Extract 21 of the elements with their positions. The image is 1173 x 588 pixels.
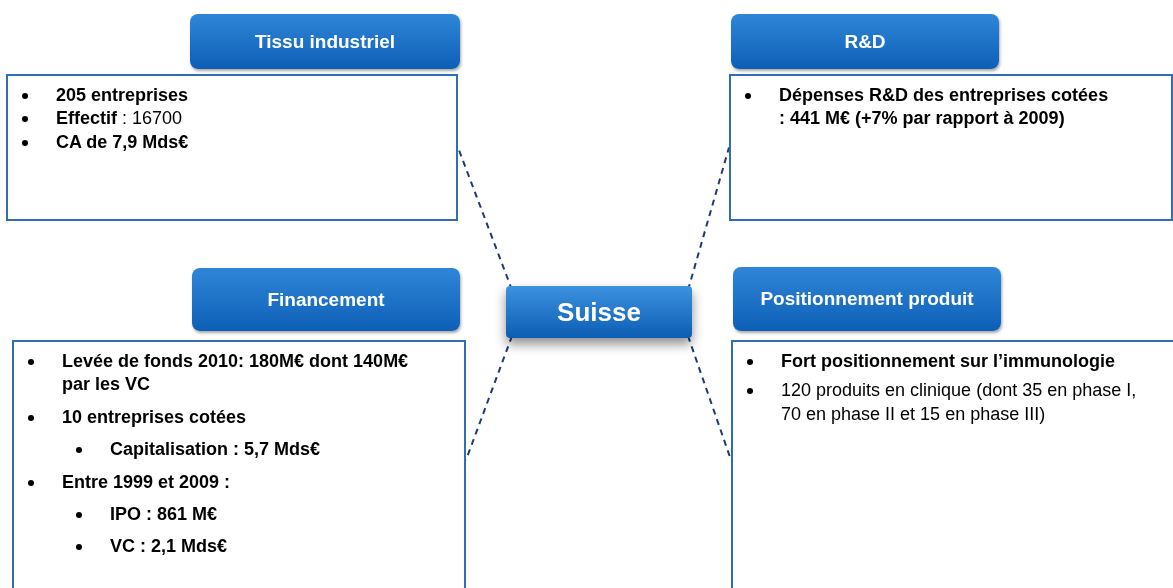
bullet-text: IPO : 861 M€ (110, 503, 218, 524)
bullet-text: Entre 1999 et 2009 : (62, 471, 231, 492)
header-tab: Tissu industriel (190, 14, 460, 69)
bullet-text: CA de 7,9 Mds€ (56, 131, 189, 152)
content-box (6, 74, 458, 221)
content-box (729, 74, 1173, 221)
content-box (731, 340, 1173, 588)
header-tab: Positionnement produit (733, 267, 1001, 331)
bullet-text: 10 entreprises cotées (62, 406, 247, 427)
bullet-text: Fort positionnement sur l’immunologie (781, 351, 1115, 371)
header-tab: Financement (192, 268, 460, 331)
bullet-text: VC : 2,1 Mds€ (110, 536, 228, 557)
header-tab: R&D (731, 14, 999, 69)
bullet-text: Levée de fonds 2010: 180M€ dont 140M€ par les VC (62, 351, 409, 395)
bullet-text: 205 entreprises (56, 85, 189, 105)
center-box: Suisse (506, 286, 692, 338)
bullet-text: Dépenses R&D des entreprises cotées : 441 M€ (+7% par rapport à 2009) (779, 85, 1109, 129)
bullet-text: Capitalisation : 5,7 Mds€ (110, 439, 321, 460)
bullet-text: 120 produits en clinique (dont 35 en phase I, 70 en phase II et 15 en phase III) (781, 380, 1137, 424)
content-box (12, 340, 466, 588)
bullet-text: Effectif : 16700 (56, 108, 183, 129)
